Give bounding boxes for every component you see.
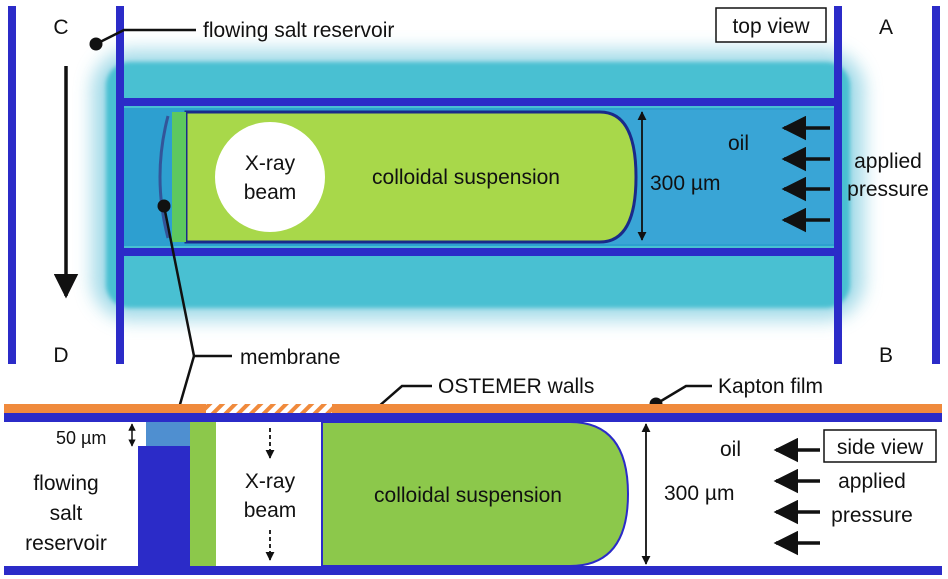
side-view-box [823,429,937,463]
membrane-meniscus [158,115,170,239]
right-outer-wall [932,6,940,364]
membrane-label: membrane [240,346,340,369]
side-beam-label-1: X-ray [245,470,296,493]
side-pressure-arrows [773,437,820,556]
kapton-film-left [4,404,206,413]
film-label: Kapton film [718,375,823,398]
suspension-strip-side [190,422,216,566]
top-view-panel: X-ray beam colloidal suspension 300 µm o… [8,6,940,367]
top-pressure-arrows [781,115,830,233]
membrane-callout-dot-top [157,199,171,213]
side-pressure-label-2: pressure [831,504,913,527]
side-reservoir-label-1: flowing [33,472,98,495]
side-pressure-label-1: applied [838,470,906,493]
membrane-strip-top [172,112,186,242]
side-height-label: 300 µm [664,482,734,505]
left-outer-wall [8,6,16,364]
side-view-panel: colloidal suspension X-ray beam 50 µm fl… [4,404,942,575]
side-beam-label-2: beam [244,499,297,522]
side-oil-label: oil [720,438,741,461]
kapton-window-hatched [206,404,332,413]
xray-beam-spot [215,122,325,232]
kapton-film-right [332,404,942,413]
reservoir-callout-dot [89,37,103,51]
top-oil-label: oil [728,132,749,155]
top-suspension-label: colloidal suspension [372,166,560,189]
side-suspension-label: colloidal suspension [374,484,562,507]
ostemer-wall-top [4,413,942,422]
reservoir-label-top: flowing salt reservoir [203,19,394,42]
corner-label-a: A [879,16,893,39]
channel-top-wall [120,98,842,106]
top-beam-label-1: X-ray [245,152,296,175]
ostemer-wall-bottom [4,566,942,575]
side-view-label: side view [837,436,924,459]
side-reservoir-label-2: salt [50,502,83,525]
top-view-label: top view [732,15,810,38]
side-reservoir-label-3: reservoir [25,532,107,555]
top-beam-label-2: beam [244,181,297,204]
film-callout-line [655,384,712,406]
reservoir-pillar [138,446,194,566]
reservoir-callout-line [95,28,196,46]
channel-bottom-wall [120,248,842,256]
corner-label-d: D [53,344,68,367]
top-pressure-label-2: pressure [847,178,929,201]
top-pressure-label-1: applied [854,150,922,173]
right-inner-wall [834,6,842,364]
left-inner-wall [116,6,124,364]
top-view-box [715,7,827,43]
walls-label: OSTEMER walls [438,375,594,398]
top-width-label: 300 µm [650,172,720,195]
corner-label-c: C [53,16,68,39]
membrane-thickness-label: 50 µm [56,428,106,448]
membrane-side [146,422,190,448]
corner-label-b: B [879,344,893,367]
suspension-region-side [321,421,630,567]
